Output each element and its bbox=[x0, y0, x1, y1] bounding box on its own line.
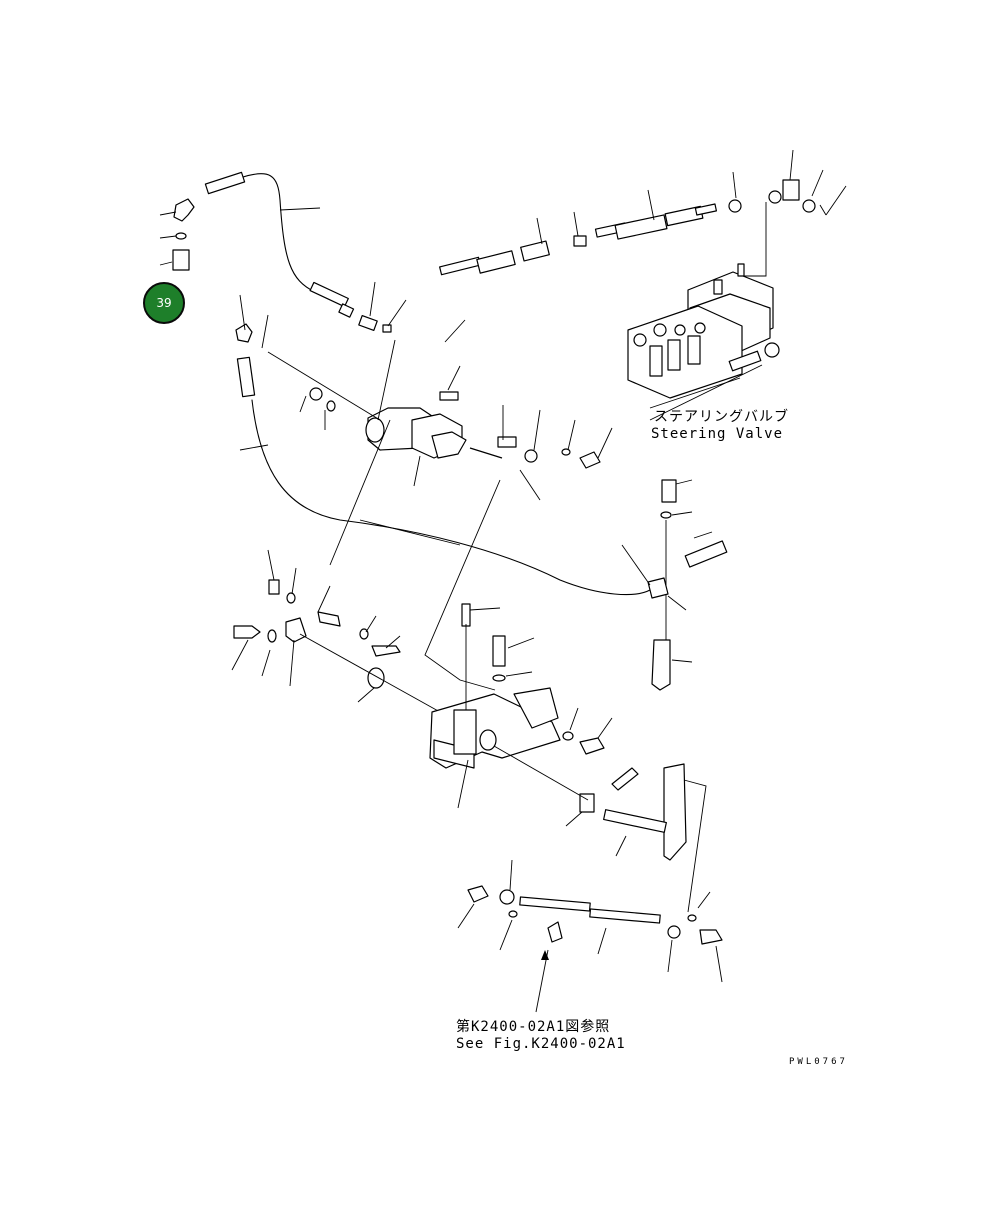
see-figure-label-en: See Fig.K2400-02A1 bbox=[456, 1036, 626, 1052]
hose-lower-left bbox=[235, 323, 651, 596]
hose-upper-left bbox=[204, 171, 355, 318]
steering-valve-label-en: Steering Valve bbox=[651, 426, 783, 442]
elbow-fitting bbox=[172, 198, 195, 271]
pedal-lever bbox=[603, 763, 707, 913]
clamp-assembly-right bbox=[621, 479, 728, 691]
drawing-code: PWL0767 bbox=[789, 1057, 848, 1067]
pedal-base bbox=[429, 603, 613, 827]
leader-lines bbox=[159, 207, 613, 691]
steering-valve-label-jp: ステアリングバルブ bbox=[654, 408, 789, 425]
see-figure-label-jp: 第K2400-02A1図参照 bbox=[456, 1018, 610, 1035]
bottom-linkage bbox=[457, 859, 723, 1013]
lower-left-parts bbox=[231, 549, 441, 713]
steering-valve-block bbox=[627, 263, 780, 421]
callout-badge-number: 39 bbox=[156, 296, 172, 310]
steering-unit bbox=[309, 387, 601, 469]
rod-assembly-top bbox=[439, 149, 847, 277]
callout-badge-button[interactable]: 39 bbox=[143, 282, 185, 324]
union-fittings-top bbox=[358, 314, 392, 333]
